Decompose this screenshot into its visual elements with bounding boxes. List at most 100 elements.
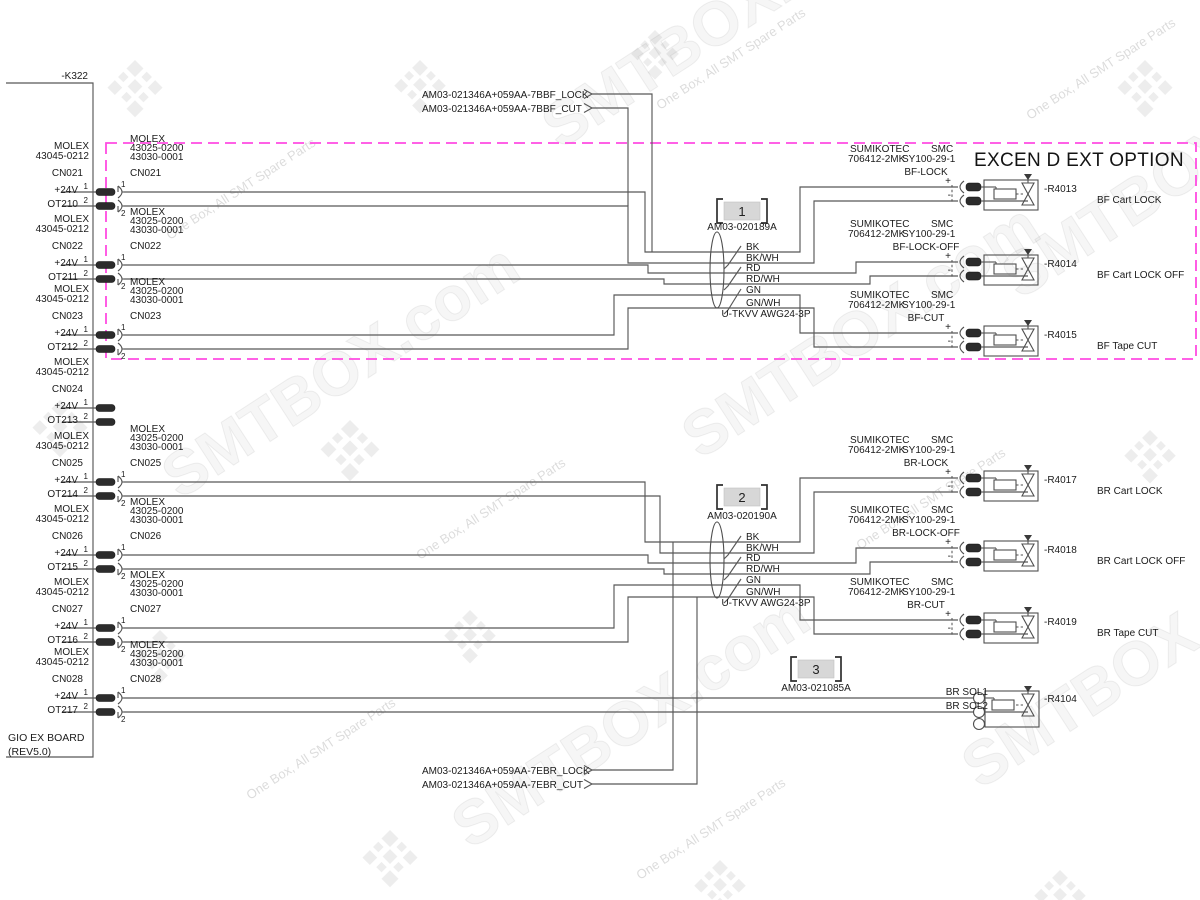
pin-number: 1 bbox=[84, 545, 89, 554]
valve-desc: BF Cart LOCK bbox=[1097, 195, 1162, 206]
pin-number: 2 bbox=[121, 715, 126, 724]
watermark-tagline: One Box, All SMT Spare Parts bbox=[163, 135, 318, 243]
connector-group-cn026: MOLEX 43045-0212 CN026 +24V OT215 1 2 MO… bbox=[36, 497, 184, 581]
connector-label: MOLEX bbox=[54, 577, 89, 588]
pin-number: 2 bbox=[84, 196, 89, 205]
twist-icon bbox=[723, 556, 742, 581]
bracket-icon bbox=[790, 656, 797, 682]
polarity-minus: - bbox=[948, 551, 951, 562]
pin-number: 1 bbox=[84, 182, 89, 191]
wire-tap-br-lock bbox=[592, 542, 674, 771]
valve-maker-part: 706412-2MK bbox=[848, 515, 906, 526]
watermark-tagline: One Box, All SMT Spare Parts bbox=[633, 775, 788, 883]
cable-number-box bbox=[797, 659, 835, 679]
wire-bf-cut-minus bbox=[124, 307, 958, 350]
valve-brand-part: SY100-29-1 bbox=[902, 229, 956, 240]
connector-label: 43045-0212 bbox=[36, 587, 90, 598]
valve-maker: SUMIKOTEC bbox=[850, 435, 909, 446]
valve-maker-part: 706412-2MK bbox=[848, 445, 906, 456]
connector-label: CN023 bbox=[52, 311, 84, 322]
connector-label: CN028 bbox=[52, 674, 84, 685]
polarity-plus: + bbox=[945, 251, 951, 262]
valve-brand-part: SY100-29-1 bbox=[902, 515, 956, 526]
watermark-brand: SMTBOX.com bbox=[440, 581, 821, 862]
valve-coil-name: BF-LOCK bbox=[904, 167, 948, 178]
connector-label: MOLEX bbox=[130, 570, 165, 581]
cable-number: 1 bbox=[738, 204, 745, 219]
polarity-plus: + bbox=[945, 322, 951, 333]
valve-maker: SUMIKOTEC bbox=[850, 290, 909, 301]
pin-number: 2 bbox=[84, 559, 89, 568]
harness-label: AM03-021346A+059AA-7E bbox=[422, 766, 543, 777]
valve-coil-name: BR-LOCK-OFF bbox=[892, 528, 960, 539]
connector-label: 43025-0200 bbox=[130, 506, 184, 517]
connector-label: MOLEX bbox=[54, 284, 89, 295]
signal-label: +24V bbox=[54, 328, 78, 339]
valve-brand-part: SY100-29-1 bbox=[902, 154, 956, 165]
wire-br-lockoff-minus bbox=[124, 561, 958, 575]
connector-label: 43030-0001 bbox=[130, 515, 184, 526]
pin-number: 1 bbox=[84, 618, 89, 627]
signal-label: OT216 bbox=[47, 635, 78, 646]
watermark-tagline: One Box, All SMT Spare Parts bbox=[1023, 15, 1178, 123]
solenoid-valve-icon bbox=[952, 535, 1038, 571]
connector-group-cn025: MOLEX 43045-0212 CN025 +24V OT214 1 2 MO… bbox=[36, 424, 184, 508]
valve-ref: -R4014 bbox=[1044, 259, 1077, 270]
ext-option-highlight-box bbox=[105, 142, 1197, 360]
wire-color-label: RD bbox=[746, 553, 760, 564]
connector-group-cn023: MOLEX 43045-0212 CN023 +24V OT212 1 2 MO… bbox=[36, 277, 184, 361]
connector-label: CN026 bbox=[130, 531, 162, 542]
connector-group-cn027: MOLEX 43045-0212 CN027 +24V OT216 1 2 MO… bbox=[36, 570, 184, 654]
pin-number: 1 bbox=[121, 253, 126, 262]
signal-label: BR_LOCK bbox=[543, 766, 590, 777]
wire-bf-lock-minus bbox=[124, 200, 958, 264]
connector-label: 43045-0212 bbox=[36, 514, 90, 525]
cable-part: AM03-021085A bbox=[781, 683, 851, 694]
pin-number: 1 bbox=[84, 255, 89, 264]
pin-number: 2 bbox=[121, 282, 126, 291]
connector-group-cn022: MOLEX 43045-0212 CN022 +24V OT211 1 2 MO… bbox=[36, 207, 184, 291]
pin-number: 1 bbox=[121, 323, 126, 332]
signal-label: OT210 bbox=[47, 199, 78, 210]
valve-maker: SUMIKOTEC bbox=[850, 577, 909, 588]
cable-assembly-1: 1 AM03-020189A BK BK/WH RD RD/WH GN GN/W… bbox=[707, 198, 811, 320]
valve-r4018: SUMIKOTEC SMC 706412-2MK SY100-29-1 BR-L… bbox=[848, 505, 1185, 571]
connector-label: MOLEX bbox=[54, 357, 89, 368]
wire-bf-lockoff-plus bbox=[124, 261, 958, 274]
signal-label: +24V bbox=[54, 401, 78, 412]
polarity-minus: - bbox=[948, 336, 951, 347]
valve-desc: BR Tape CUT bbox=[1097, 628, 1159, 639]
watermark-layer: SMTBOX.com SMTBOX.com SMTBOX.com SMTBOX.… bbox=[31, 0, 1200, 900]
signal-label: +24V bbox=[54, 258, 78, 269]
valve-r4017: SUMIKOTEC SMC 706412-2MK SY100-29-1 BR-L… bbox=[848, 435, 1163, 501]
polarity-minus: - bbox=[948, 265, 951, 276]
connector-label: MOLEX bbox=[54, 214, 89, 225]
signal-label: OT213 bbox=[47, 415, 78, 426]
signal-label: OT217 bbox=[47, 705, 78, 716]
arrow-icon bbox=[583, 778, 594, 790]
connector-label: CN027 bbox=[130, 604, 162, 615]
wire-br-cut-minus bbox=[124, 596, 958, 643]
valve-maker-part: 706412-2MK bbox=[848, 300, 906, 311]
wire-bf-cut-plus bbox=[124, 294, 958, 336]
twist-icon bbox=[723, 266, 742, 291]
connector-label: 43025-0200 bbox=[130, 649, 184, 660]
twist-icon bbox=[723, 245, 742, 270]
sol-wire-label: BR SOL2 bbox=[946, 701, 989, 712]
connector-label: 43025-0200 bbox=[130, 579, 184, 590]
connector-label: CN025 bbox=[130, 458, 162, 469]
valve-brand-part: SY100-29-1 bbox=[902, 445, 956, 456]
connector-label: 43045-0212 bbox=[36, 441, 90, 452]
twist-icon bbox=[723, 535, 742, 560]
wire-color-label: RD/WH bbox=[746, 564, 780, 575]
wire-br-cut-plus bbox=[124, 584, 958, 629]
signal-label: OT212 bbox=[47, 342, 78, 353]
valve-ref: -R4018 bbox=[1044, 545, 1077, 556]
connector-label: CN024 bbox=[52, 384, 84, 395]
polarity-minus: - bbox=[948, 190, 951, 201]
wire-br-lockoff-plus bbox=[124, 547, 958, 564]
valve-brand-part: SY100-29-1 bbox=[902, 300, 956, 311]
connector-group-cn028: MOLEX 43045-0212 CN028 +24V OT217 1 2 MO… bbox=[36, 640, 184, 724]
signal-label: +24V bbox=[54, 621, 78, 632]
